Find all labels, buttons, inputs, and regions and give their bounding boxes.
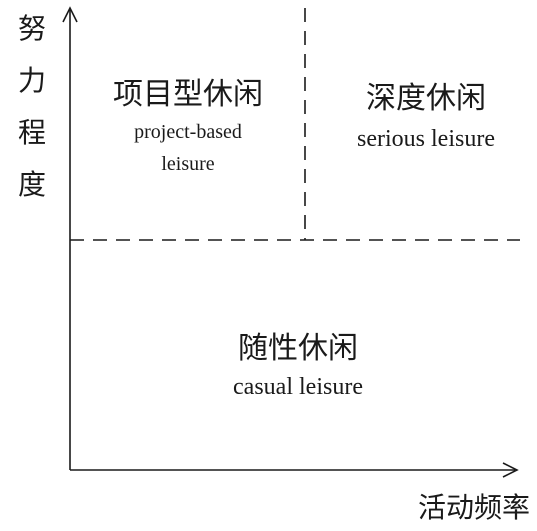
project-based-zh-label: 项目型休闲 (113, 77, 263, 112)
serious-zh-label: 深度休闲 (366, 81, 486, 116)
quadrant-project-based: 项目型休闲 project-based leisure (113, 77, 263, 175)
y-axis-arrowhead (62, 6, 78, 23)
quadrant-serious: 深度休闲 serious leisure (357, 81, 495, 152)
serious-en-label: serious leisure (357, 126, 495, 152)
project-based-en-label-line1: project-based (134, 121, 242, 143)
quadrant-casual: 随性休闲 casual leisure (233, 331, 363, 400)
y-axis-label-char-1: 努 (18, 12, 46, 45)
y-axis-label-char-2: 力 (18, 64, 46, 97)
x-axis-label: 活动频率 (418, 491, 530, 524)
project-based-en-label-line2: leisure (161, 153, 214, 175)
y-axis-label-char-4: 度 (18, 168, 46, 201)
y-axis-label: 努 力 程 度 (18, 12, 46, 201)
casual-zh-label: 随性休闲 (238, 331, 358, 366)
y-axis-label-char-3: 程 (18, 116, 46, 149)
x-axis-arrowhead (502, 462, 519, 478)
casual-en-label: casual leisure (233, 374, 363, 400)
